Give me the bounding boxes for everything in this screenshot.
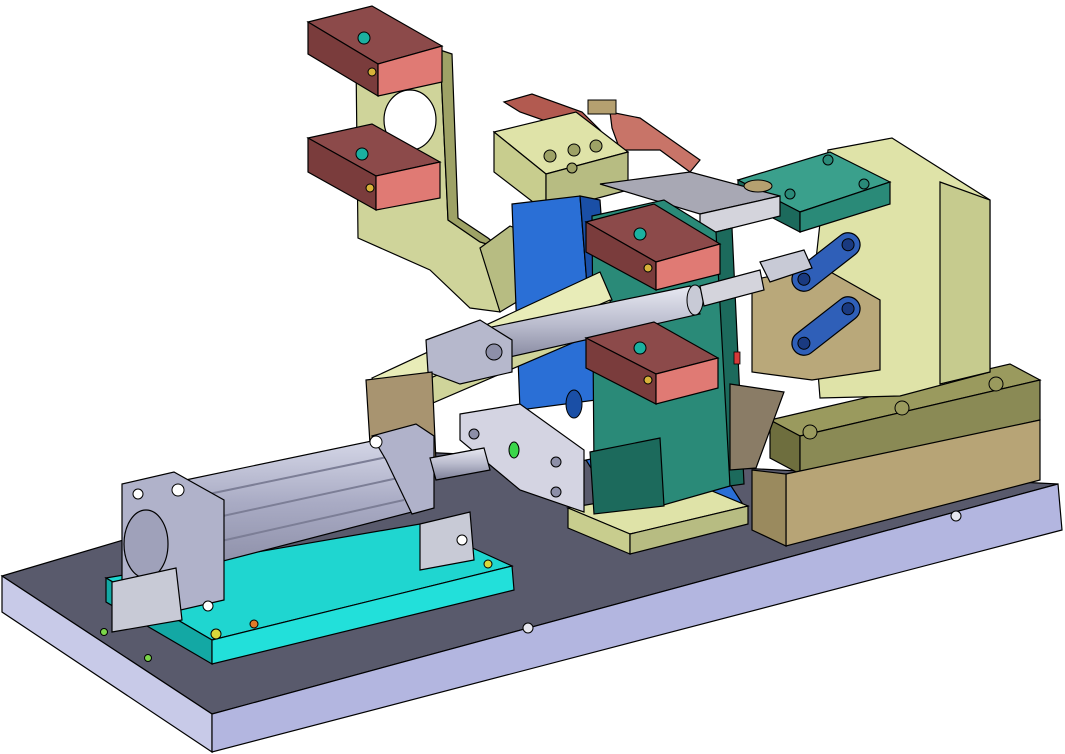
center-base-side bbox=[629, 505, 749, 555]
gripper-arm-right bbox=[609, 111, 701, 173]
cap-screw bbox=[202, 600, 214, 612]
link-pin bbox=[797, 336, 811, 350]
socket-screw bbox=[633, 341, 647, 355]
screw-head bbox=[822, 154, 834, 166]
toggle-link bbox=[791, 296, 861, 356]
pneumatic-cylinder bbox=[111, 423, 491, 633]
piston-rod bbox=[429, 447, 491, 481]
rail-hole bbox=[988, 376, 1004, 392]
socket-screw bbox=[643, 263, 653, 273]
rod-end bbox=[699, 269, 765, 307]
foot-hole bbox=[456, 534, 468, 546]
port-hole bbox=[566, 162, 578, 174]
slide-hole bbox=[550, 486, 562, 498]
socket-screw bbox=[367, 67, 377, 77]
tie-rod bbox=[179, 455, 393, 501]
blue-block-hole bbox=[565, 389, 583, 419]
indicator-dot bbox=[508, 441, 520, 459]
link-pin bbox=[797, 272, 811, 286]
rail-hole bbox=[802, 424, 818, 440]
column-side bbox=[939, 181, 991, 385]
foot-bracket bbox=[419, 511, 475, 571]
foot-bracket bbox=[111, 567, 183, 633]
toggle-links bbox=[759, 232, 861, 356]
mount-hole bbox=[144, 654, 152, 662]
front-end-cap bbox=[371, 423, 435, 515]
gray-slide bbox=[599, 171, 781, 237]
port-hole bbox=[543, 149, 557, 163]
slide-cap bbox=[743, 179, 773, 193]
socket-screw bbox=[633, 227, 647, 241]
cap-screw bbox=[171, 483, 185, 497]
clamp-blocks-lower bbox=[584, 203, 722, 405]
clamp-block bbox=[584, 203, 722, 292]
gripper-assembly bbox=[492, 93, 701, 214]
teal-block-side bbox=[799, 181, 891, 233]
clamp-block-side bbox=[375, 161, 441, 211]
tie-rod bbox=[189, 499, 405, 549]
toggle-link bbox=[791, 232, 861, 292]
socket-screw bbox=[643, 375, 653, 385]
dowel-pin bbox=[249, 619, 259, 629]
cap-port bbox=[485, 343, 503, 361]
angled-cylinder bbox=[365, 269, 765, 463]
screw-head bbox=[784, 188, 796, 200]
clamp-block bbox=[306, 5, 444, 98]
socket-screw bbox=[357, 31, 371, 45]
socket-screw bbox=[365, 183, 375, 193]
slide-block bbox=[459, 403, 585, 513]
rail-lower-front bbox=[751, 469, 787, 547]
link-pin bbox=[841, 238, 855, 252]
link-pin bbox=[841, 302, 855, 316]
mount-plate-right bbox=[211, 565, 515, 665]
mount-hole bbox=[100, 628, 108, 636]
pivot-pin-body bbox=[587, 99, 617, 115]
clamp-block-side bbox=[377, 45, 443, 97]
center-base bbox=[565, 485, 750, 555]
red-marker bbox=[733, 351, 741, 365]
clamp-block bbox=[584, 321, 720, 405]
rear-cap-face bbox=[123, 509, 169, 579]
right-rail bbox=[751, 363, 1042, 547]
clamp-block-side bbox=[655, 357, 719, 405]
rail-hole bbox=[894, 400, 910, 416]
mount-hole bbox=[522, 622, 534, 634]
dowel-pin bbox=[210, 628, 222, 640]
cap-screw bbox=[132, 488, 144, 500]
port-hole bbox=[589, 139, 603, 153]
clamp-block-side bbox=[655, 243, 721, 291]
slide-hole bbox=[550, 456, 562, 468]
clevis bbox=[759, 249, 813, 283]
clamp-blocks-upper bbox=[306, 5, 444, 212]
base-plate-right-face bbox=[211, 483, 1063, 753]
slide-block-face bbox=[459, 403, 585, 513]
slide-hole bbox=[468, 428, 480, 440]
tan-brace bbox=[729, 383, 785, 471]
cap-screw bbox=[369, 435, 383, 449]
dowel-pin bbox=[483, 559, 493, 569]
socket-screw bbox=[355, 147, 369, 161]
accents bbox=[729, 351, 785, 471]
bracket-edge bbox=[439, 49, 501, 249]
clamp-block bbox=[306, 123, 442, 212]
port-hole bbox=[567, 143, 581, 157]
screw-head bbox=[858, 178, 870, 190]
mount-hole bbox=[950, 510, 962, 522]
teal-foot bbox=[589, 437, 665, 515]
